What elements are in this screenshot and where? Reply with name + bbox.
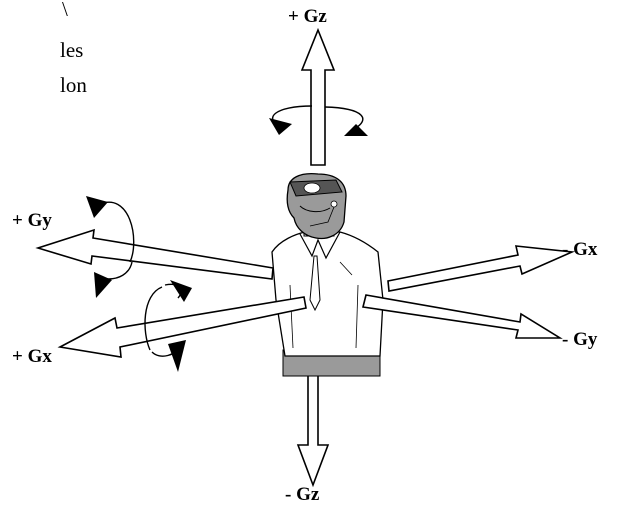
gx-rotation-icon xyxy=(144,280,192,372)
plus-gy-arrow xyxy=(35,228,274,280)
label-minus-gz: - Gz xyxy=(285,484,320,505)
minus-gy-arrow xyxy=(362,294,563,339)
fragment-text-2: les xyxy=(60,38,83,62)
minus-gz-arrow xyxy=(296,369,330,488)
plus-gx-arrow xyxy=(57,296,307,358)
label-plus-gx: + Gx xyxy=(12,346,52,367)
pilot-figure xyxy=(271,172,384,377)
label-plus-gz: + Gz xyxy=(288,6,327,27)
fragment-text-3: lon xyxy=(60,73,87,97)
label-minus-gx: - Gx xyxy=(562,239,598,260)
fragment-text-1: \ xyxy=(62,0,68,21)
minus-gx-arrow xyxy=(387,245,576,292)
gz-rotation-icon xyxy=(269,105,368,136)
label-plus-gy: + Gy xyxy=(12,210,52,231)
label-minus-gy: - Gy xyxy=(562,329,598,350)
plus-gz-arrow xyxy=(300,27,336,166)
gy-rotation-icon xyxy=(86,196,135,298)
